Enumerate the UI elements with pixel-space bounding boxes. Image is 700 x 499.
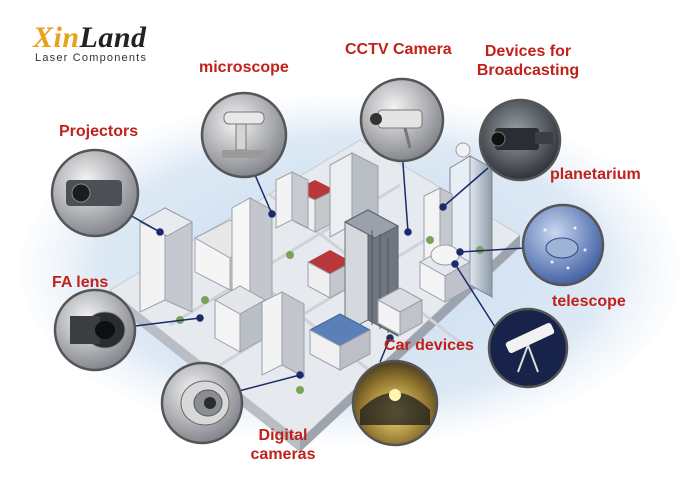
- broadcast-camera-image: [478, 98, 562, 182]
- label-broadcasting-line2: Broadcasting: [476, 62, 580, 79]
- label-broadcasting-line1: Devices for: [484, 43, 572, 60]
- projector-image: [50, 148, 140, 238]
- telescope-image: [487, 307, 569, 389]
- car-devices-image: [351, 359, 439, 447]
- label-microscope: microscope: [199, 59, 289, 76]
- digital-camera-image: [160, 361, 244, 445]
- label-cctv-camera: CCTV Camera: [345, 41, 452, 58]
- fa-lens-image: [53, 288, 137, 372]
- brand-name: XinLand: [33, 22, 147, 54]
- label-broadcasting: Devices for Broadcasting: [472, 42, 584, 80]
- label-car-devices: Car devices: [384, 337, 474, 354]
- label-planetarium: planetarium: [550, 166, 641, 183]
- cctv-camera-image: [359, 77, 445, 163]
- label-telescope: telescope: [552, 293, 626, 310]
- label-digital-line1: Digital: [258, 427, 308, 444]
- brand-tagline: Laser Components: [35, 52, 148, 64]
- brand-logo: XinLand Laser Components: [33, 22, 193, 66]
- label-projectors: Projectors: [59, 123, 139, 140]
- planetarium-image: [521, 203, 605, 287]
- brand-name-part1: Xin: [33, 21, 80, 54]
- label-digital-cameras: Digital cameras: [243, 426, 323, 464]
- buildings: [138, 142, 493, 394]
- label-fa-lens: FA lens: [52, 274, 109, 291]
- microscope-image: [200, 91, 288, 179]
- label-digital-line2: cameras: [250, 446, 316, 463]
- brand-name-part2: Land: [79, 21, 147, 54]
